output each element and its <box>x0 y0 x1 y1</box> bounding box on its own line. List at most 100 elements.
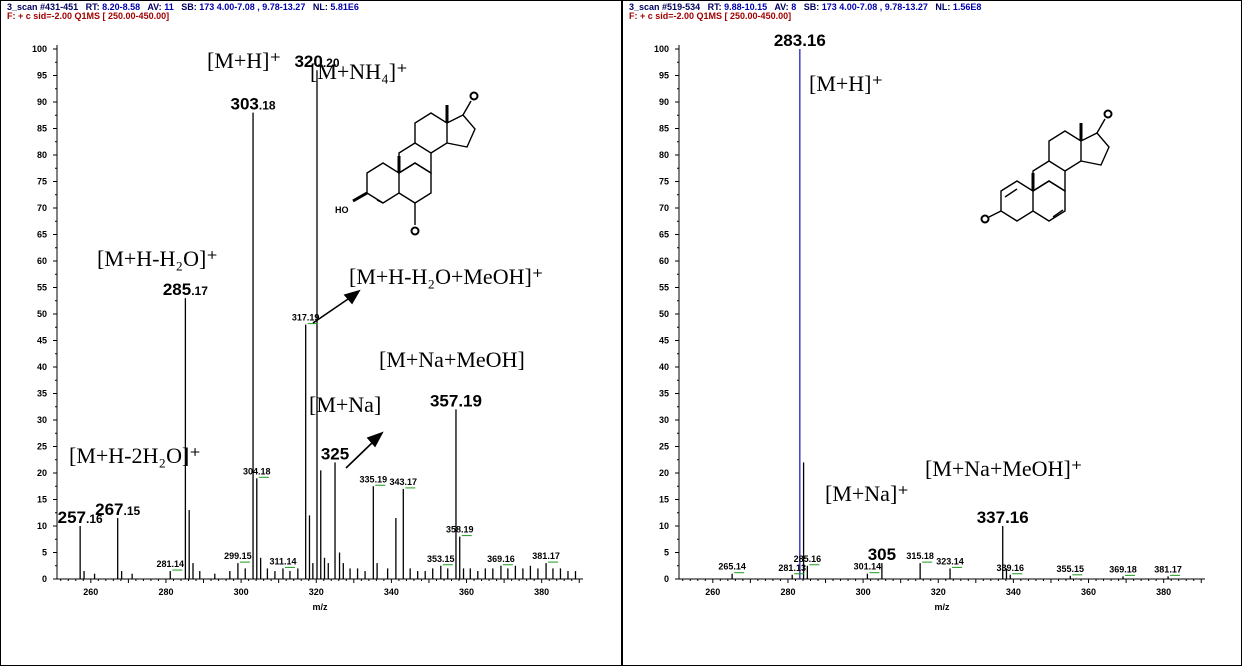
y-tick-label: 60 <box>37 256 47 266</box>
nl-label: NL: <box>312 2 328 12</box>
y-tick-label: 100 <box>32 44 47 54</box>
peak-label-major: 303 <box>231 95 259 114</box>
ring-c <box>1032 160 1066 193</box>
av-value: 8 <box>791 2 797 12</box>
keto-oxygen <box>469 91 479 101</box>
scan-label: 3_scan <box>629 2 660 12</box>
sb-label: SB: <box>181 2 197 12</box>
ann-mna: [M+Na] <box>309 392 381 417</box>
y-tick-label: 55 <box>37 283 47 293</box>
oh-bond <box>352 191 368 203</box>
peak-label: 303.18 <box>231 95 276 114</box>
ho-label: HO <box>335 205 349 215</box>
peak-label: 281.13 <box>778 563 806 573</box>
y-tick-label: 90 <box>659 97 669 107</box>
y-tick-label: 70 <box>37 203 47 213</box>
y-tick-label: 10 <box>659 521 669 531</box>
x-tick-label: 380 <box>1156 587 1171 597</box>
nl-label: NL: <box>935 2 951 12</box>
peak-label-major: 283.16 <box>774 31 826 50</box>
peak-label: 355.15 <box>1057 564 1085 574</box>
peak-label: 369.18 <box>1109 564 1137 574</box>
nl-value: 1.56E8 <box>952 2 982 12</box>
av-value: 11 <box>164 2 174 12</box>
peak-label-minor: .15 <box>124 504 141 518</box>
y-tick-label: 100 <box>654 44 669 54</box>
y-tick-label: 85 <box>659 124 669 134</box>
arrow-head-2 <box>366 431 384 448</box>
peak-label: 267.15 <box>95 500 140 519</box>
keto3-bond <box>988 210 1002 218</box>
peak-label: 335.19 <box>360 474 388 484</box>
peak-label: 285.16 <box>794 554 822 564</box>
y-tick-label: 35 <box>659 389 669 399</box>
y-tick-label: 70 <box>659 203 669 213</box>
peak-label-major: 337.16 <box>977 508 1029 527</box>
y-tick-label: 65 <box>659 230 669 240</box>
y-tick-label: 65 <box>37 230 47 240</box>
ann-mna: [M+Na]⁺ <box>825 481 909 506</box>
peak-label: 323.14 <box>936 556 964 566</box>
peak-label: 299.15 <box>224 551 252 561</box>
peak-label-major: 325 <box>321 444 349 463</box>
peak-label-major: 320 <box>294 52 322 71</box>
scan-value: #519-534 <box>662 2 701 12</box>
ring-c <box>398 142 432 175</box>
peak-label: 311.14 <box>269 556 296 566</box>
x-tick-label: 320 <box>931 587 946 597</box>
spectrum-panel-right: 3_scan #519-534 RT: 9.88-10.15 AV: 8 SB:… <box>622 0 1242 666</box>
ann-mh2h2o: [M+H-2H₂O]⁺ <box>69 443 201 468</box>
peak-label: 353.15 <box>427 554 455 564</box>
peak-label-minor: .20 <box>323 56 340 70</box>
ring-c2 <box>1048 130 1082 172</box>
filter-line: F: + c sid=-2.00 Q1MS [ 250.00-450.00] <box>629 11 792 21</box>
peak-label: 305 <box>868 545 896 564</box>
ring-c2 <box>414 112 448 154</box>
sb-value: 173 4.00-7.08 , 9.78-13.27 <box>199 2 306 12</box>
double-bond <box>376 199 384 204</box>
peak-label: 304.18 <box>243 466 271 476</box>
peak-label-major: 285 <box>163 280 191 299</box>
ring-a-double <box>1004 188 1018 198</box>
molecule-structure-icon <box>352 91 479 236</box>
annotation-arrows <box>312 289 384 469</box>
y-tick-label: 55 <box>659 283 669 293</box>
y-tick-label: 75 <box>37 177 47 187</box>
ann-mh: [M+H]⁺ <box>207 48 281 73</box>
y-tick-label: 25 <box>659 442 669 452</box>
peak-label-minor: .18 <box>259 99 276 113</box>
ann-mhh2o: [M+H-H₂O]⁺ <box>97 246 218 271</box>
peak-label: 257.16 <box>58 508 103 527</box>
peak-label-major: 257 <box>58 508 86 527</box>
rt-label: RT: <box>85 2 100 12</box>
ring-b <box>398 162 432 204</box>
y-tick-label: 15 <box>659 495 669 505</box>
peak-label: 283.16 <box>774 31 826 50</box>
peak-label: 343.17 <box>390 477 418 487</box>
filter-line: F: + c sid=-2.00 Q1MS [ 250.00-450.00] <box>7 11 170 21</box>
y-tick-label: 20 <box>37 468 47 478</box>
ann-mnameoh: [M+Na+MeOH]⁺ <box>925 456 1082 481</box>
x-tick-label: 360 <box>459 587 474 597</box>
peak-label: 325 <box>321 444 349 463</box>
sb-value: 173 4.00-7.08 , 9.78-13.27 <box>821 2 928 12</box>
scan-header: 3_scan #431-451 RT: 8.20-8.58 AV: 11 SB:… <box>7 2 359 12</box>
y-tick-label: 90 <box>37 97 47 107</box>
sb-label: SB: <box>803 2 820 12</box>
y-tick-label: 30 <box>659 415 669 425</box>
peak-label: 315.18 <box>906 551 934 561</box>
y-tick-label: 5 <box>42 548 47 558</box>
keto-bond <box>1096 118 1106 134</box>
x-tick-label: 340 <box>384 587 399 597</box>
y-tick-label: 50 <box>659 309 669 319</box>
peak-label: 337.16 <box>977 508 1029 527</box>
x-tick-label: 260 <box>705 587 720 597</box>
peak-label: 265.14 <box>718 562 746 572</box>
av-label: AV: <box>774 2 789 12</box>
y-tick-label: 0 <box>42 574 47 584</box>
ring-a <box>366 162 400 204</box>
ann-mnameoh: [M+Na+MeOH] <box>379 347 525 372</box>
ann-mnh4: [M+NH₄]⁺ <box>310 59 408 84</box>
arrow-line-1 <box>312 296 352 324</box>
plot-area: 0510152025303540455055606570758085909510… <box>32 44 583 612</box>
